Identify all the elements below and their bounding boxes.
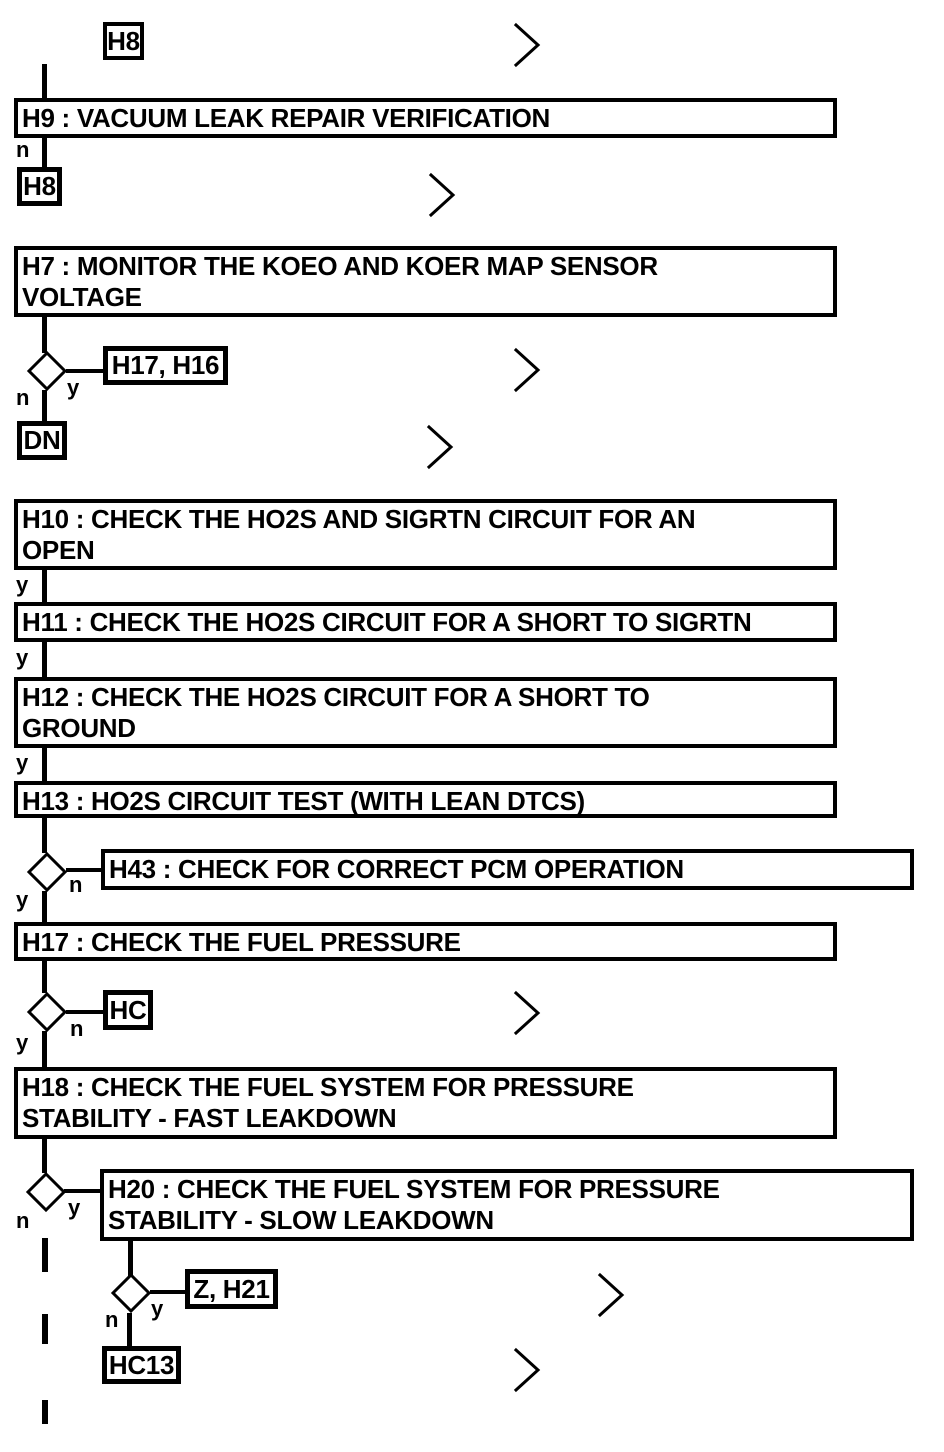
dashed-connector-line [42, 1238, 48, 1272]
branch-label-no: n [70, 1016, 84, 1041]
branch-label-yes: y [16, 887, 29, 912]
connector-box-h8-return: H8 [17, 167, 62, 206]
process-box-h10: H10 : CHECK THE HO2S AND SIGRTN CIRCUIT … [14, 499, 837, 570]
dashed-connector-line [42, 1314, 48, 1344]
branch-label-no: n [16, 137, 30, 162]
decision-diamond [26, 851, 68, 893]
connector-line [42, 390, 47, 423]
process-box-label: H17 : CHECK THE FUEL PRESSURE [22, 927, 461, 957]
connector-line [42, 891, 47, 923]
process-box-label: OPEN [22, 535, 95, 565]
process-box-h12: H12 : CHECK THE HO2S CIRCUIT FOR A SHORT… [14, 677, 837, 748]
process-box-label: H11 : CHECK THE HO2S CIRCUIT FOR A SHORT… [22, 607, 752, 637]
branch-label-yes: y [16, 1030, 29, 1055]
process-box-h9: H9 : VACUUM LEAK REPAIR VERIFICATION [14, 98, 837, 138]
continuation-chevron-icon [426, 424, 454, 470]
connector-line [64, 1189, 100, 1193]
branch-label-no: n [105, 1307, 119, 1332]
branch-label-yes: y [16, 572, 29, 597]
branch-label-yes: y [16, 750, 29, 775]
connector-box-hc13: HC13 [102, 1346, 181, 1384]
connector-line [42, 642, 47, 678]
process-box-h13: H13 : HO2S CIRCUIT TEST (WITH LEAN DTCS) [14, 781, 837, 818]
connector-line [128, 1241, 133, 1277]
connector-box-h8-top: H8 [103, 22, 144, 60]
process-box-h43: H43 : CHECK FOR CORRECT PCM OPERATION [101, 849, 914, 890]
process-box-h11: H11 : CHECK THE HO2S CIRCUIT FOR A SHORT… [14, 602, 837, 642]
decision-diamond [25, 1171, 67, 1213]
process-box-label: H20 : CHECK THE FUEL SYSTEM FOR PRESSURE [108, 1174, 720, 1204]
continuation-chevron-icon [513, 347, 541, 393]
dashed-connector-line [42, 1400, 48, 1424]
connector-line [66, 369, 104, 373]
continuation-chevron-icon [597, 1272, 625, 1318]
decision-diamond [110, 1272, 152, 1314]
connector-line [66, 868, 102, 872]
continuation-chevron-icon [513, 990, 541, 1036]
process-box-label: GROUND [22, 713, 136, 743]
process-box-h7: H7 : MONITOR THE KOEO AND KOER MAP SENSO… [14, 246, 837, 317]
branch-label-yes: y [16, 645, 29, 670]
connector-line [42, 748, 47, 782]
connector-line [42, 570, 47, 603]
branch-label-yes: y [67, 375, 80, 400]
connector-box-hc: HC [103, 990, 153, 1030]
branch-label-yes: y [68, 1195, 81, 1220]
branch-label-no: n [69, 872, 83, 897]
process-box-label: H9 : VACUUM LEAK REPAIR VERIFICATION [22, 103, 550, 133]
connector-line [42, 317, 47, 353]
continuation-chevron-icon [513, 1347, 541, 1393]
connector-line [150, 1290, 186, 1294]
connector-box-z-h21: Z, H21 [185, 1269, 278, 1309]
connector-line [42, 64, 47, 100]
process-box-label: STABILITY - FAST LEAKDOWN [22, 1103, 397, 1133]
process-box-label: H13 : HO2S CIRCUIT TEST (WITH LEAN DTCS) [22, 786, 585, 816]
process-box-label: VOLTAGE [22, 282, 142, 312]
connector-line [42, 1139, 47, 1173]
decision-diamond [26, 350, 68, 392]
process-box-h20: H20 : CHECK THE FUEL SYSTEM FOR PRESSURE… [100, 1169, 914, 1241]
decision-diamond [26, 991, 68, 1033]
continuation-chevron-icon [428, 172, 456, 218]
branch-label-no: n [16, 385, 30, 410]
process-box-label: H10 : CHECK THE HO2S AND SIGRTN CIRCUIT … [22, 504, 696, 534]
continuation-chevron-icon [513, 22, 541, 68]
process-box-label: STABILITY - SLOW LEAKDOWN [108, 1205, 494, 1235]
process-box-h17: H17 : CHECK THE FUEL PRESSURE [14, 922, 837, 961]
process-box-label: H7 : MONITOR THE KOEO AND KOER MAP SENSO… [22, 251, 658, 281]
process-box-label: H43 : CHECK FOR CORRECT PCM OPERATION [109, 854, 684, 884]
connector-line [42, 138, 47, 168]
branch-label-no: n [16, 1208, 30, 1233]
process-box-label: H18 : CHECK THE FUEL SYSTEM FOR PRESSURE [22, 1072, 634, 1102]
connector-line [42, 961, 47, 993]
connector-line [42, 1031, 47, 1068]
connector-line [66, 1010, 104, 1014]
branch-label-yes: y [151, 1296, 164, 1321]
process-box-label: H12 : CHECK THE HO2S CIRCUIT FOR A SHORT… [22, 682, 650, 712]
connector-box-dn: DN [17, 421, 67, 460]
process-box-h18: H18 : CHECK THE FUEL SYSTEM FOR PRESSURE… [14, 1067, 837, 1139]
connector-line [127, 1313, 132, 1348]
connector-line [42, 818, 47, 853]
connector-box-h17-h16: H17, H16 [103, 346, 228, 385]
